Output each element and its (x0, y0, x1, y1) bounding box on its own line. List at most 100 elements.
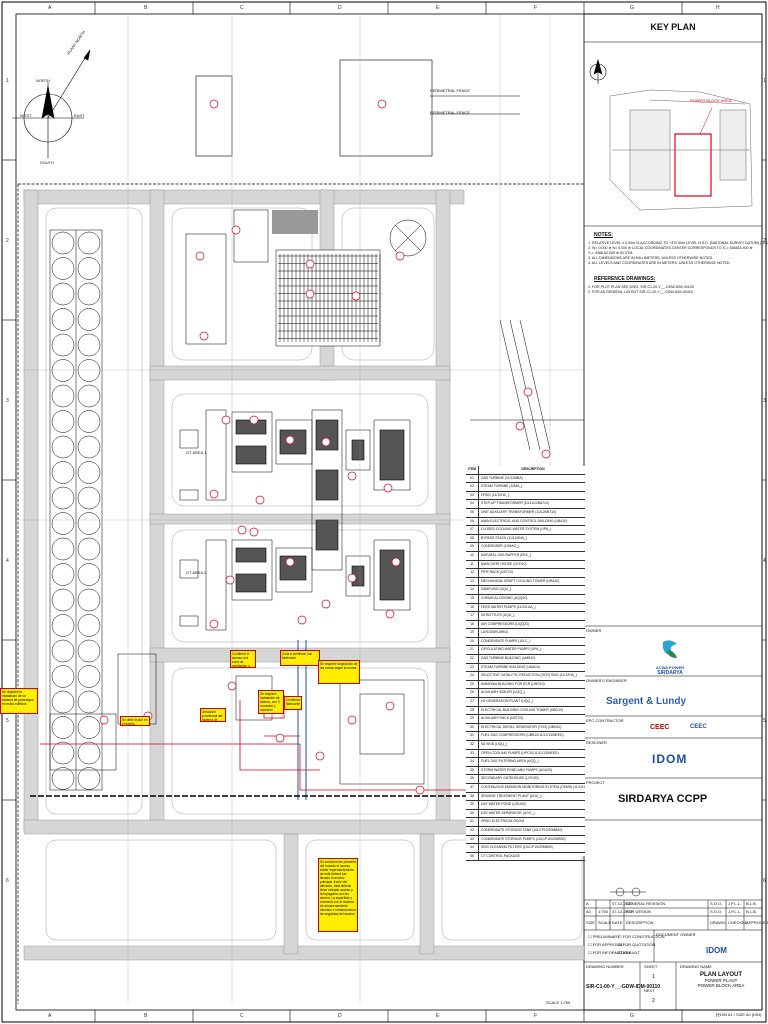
item-marker-icon (99, 715, 109, 725)
legend-item-description: MAIN ELECTRICAL AND CONTROL BUILDING (UB… (481, 518, 568, 523)
item-marker-icon (305, 289, 315, 299)
callout-2: Zona a confirmar con fabricante (280, 650, 320, 666)
legend-item-number: 19 (466, 629, 479, 637)
item-marker-icon (237, 525, 247, 535)
acwa-power-logo: ACWA POWER SIRDARYA (650, 638, 690, 676)
grid-column-label: C (240, 5, 244, 11)
legend-item-description: STEP-UP TRANSFORMER (10/11/12BAT10) (481, 501, 549, 506)
legend-item-description: DAY WATER POND (UGU40) (481, 802, 526, 807)
legend-item-number: 26 (466, 689, 479, 698)
item-marker-icon (209, 489, 219, 499)
callout-8: Se debe incluir en el diseño (120, 716, 150, 726)
cooling-fan-cell (51, 690, 75, 714)
legend-item-number: 42 (466, 826, 479, 835)
grid-column-label: G (630, 1013, 634, 1019)
revision-cell: FOR DESIGN (626, 909, 651, 914)
reference-1: 1. FOR PLOT PLAN SEE DWG. SIR-C1-00-Y__-… (588, 285, 694, 289)
revision-cell: 07-12-2022 (612, 901, 633, 906)
gt-area-2-label: GT AREA 2 (186, 570, 207, 575)
legend-item-description: STEAM TURBINE BUILDING (UMA10) (481, 664, 540, 669)
status-item: ☐ FOR APPROVAL (588, 942, 623, 947)
cooling-fan-cell (77, 257, 101, 280)
equipment-block (235, 573, 267, 593)
status-item-label: AS BUILT (622, 950, 640, 955)
cooling-fan-cell (77, 563, 101, 586)
item-marker-icon (383, 483, 393, 493)
legend-item-description: AUXILIARY RACK (UST20) (481, 716, 523, 721)
road-network (23, 189, 585, 961)
revision-header: DRAWN (710, 920, 725, 925)
item-marker-icon (515, 421, 525, 431)
legend-item-number: 02 (466, 483, 479, 491)
acwa-logo-icon (663, 640, 677, 658)
status-item: ☐ FOR QUOTATION (618, 942, 655, 947)
legend-item-description: CIRCULATING WATER PUMPS (UPA_) (481, 647, 542, 652)
grid-column-label: H (716, 5, 720, 11)
legend-item-number: 36 (466, 775, 479, 783)
cooling-fan-cell (51, 563, 75, 586)
revision-cell: 07-12-2022 (612, 909, 633, 914)
legend-item-number: 22 (466, 655, 479, 663)
title-line-3: POWER BLOCK AREA (697, 983, 745, 988)
cooling-fan-cell (77, 333, 101, 357)
drawing-title: PLAN LAYOUT POWER PLANT POWER BLOCK AREA (686, 972, 756, 988)
cooling-fan-cell (77, 741, 101, 765)
item-marker-icon (221, 415, 231, 425)
legend-item-number: 37 (466, 783, 479, 792)
power-block (179, 409, 411, 631)
callout-3: Se requiere instalación de tubería, con … (258, 690, 284, 714)
legend-item-description: NATURAL GAS BUFFER (EKE_) (481, 552, 531, 557)
reference-title: REFERENCE DRAWINGS: (594, 276, 656, 282)
legend-item-description: PIPE RACK (UST10) (481, 570, 513, 575)
cooling-fan-cell (51, 537, 75, 561)
legend-item-description: CHEMICAL DOSING (UQQ10) (481, 595, 528, 600)
item-marker-icon (305, 259, 315, 269)
engineer-label: OWNER'S ENGINEER (586, 678, 627, 683)
item-marker-icon (385, 701, 395, 711)
legend-item-description: SAMPLING (UQU_) (481, 587, 512, 592)
legend-item-number: 25 (466, 680, 479, 689)
next-value: 2 (652, 998, 655, 1004)
equipment-block (315, 519, 339, 551)
revision-cell: S.O.O. (710, 909, 723, 914)
legend-item-description: UNIT AUXILIARY TRANSFORMER (11/12BBT10) (481, 509, 557, 514)
legend-item-number: 33 (466, 749, 479, 758)
contractor-name-2: CEEC (690, 724, 707, 730)
callout-7: Ubicación provisional del sistema de alm… (200, 708, 226, 722)
legend-item-description: CLOSED COOLING WATER SYSTEM (UPA_) (481, 527, 552, 532)
callout-5: Confirmar el acceso a la zona de ventila… (230, 650, 256, 668)
item-marker-icon (315, 751, 325, 761)
legend-item-description: CONDENSATE PUMPS (10LC_) (481, 638, 531, 643)
compass-south: SOUTH (40, 160, 54, 165)
cooling-fan-cell (77, 308, 101, 331)
item-marker-icon (523, 387, 533, 397)
grid-row-label: 3 (6, 398, 9, 404)
cooling-fan-cell (51, 614, 75, 637)
cooling-fan-cell (77, 435, 101, 459)
cooling-fan-cell (51, 359, 75, 382)
item-marker-icon (321, 437, 331, 447)
project-name: SIRDARYA CCPP (618, 793, 708, 805)
legend-item-number: 14 (466, 586, 479, 594)
revision-header: SIZE (586, 920, 595, 925)
item-marker-icon (377, 99, 387, 109)
checkbox-icon: ☐ (588, 942, 593, 947)
owner-name: ACWA POWER (655, 665, 685, 670)
cooling-fan-cell (51, 461, 75, 484)
legend-item-description: H2 GENERATION PLANT (UQQ_) (481, 699, 534, 704)
project-label: PROJECT (586, 780, 605, 785)
cooling-fan-cell (77, 231, 101, 255)
